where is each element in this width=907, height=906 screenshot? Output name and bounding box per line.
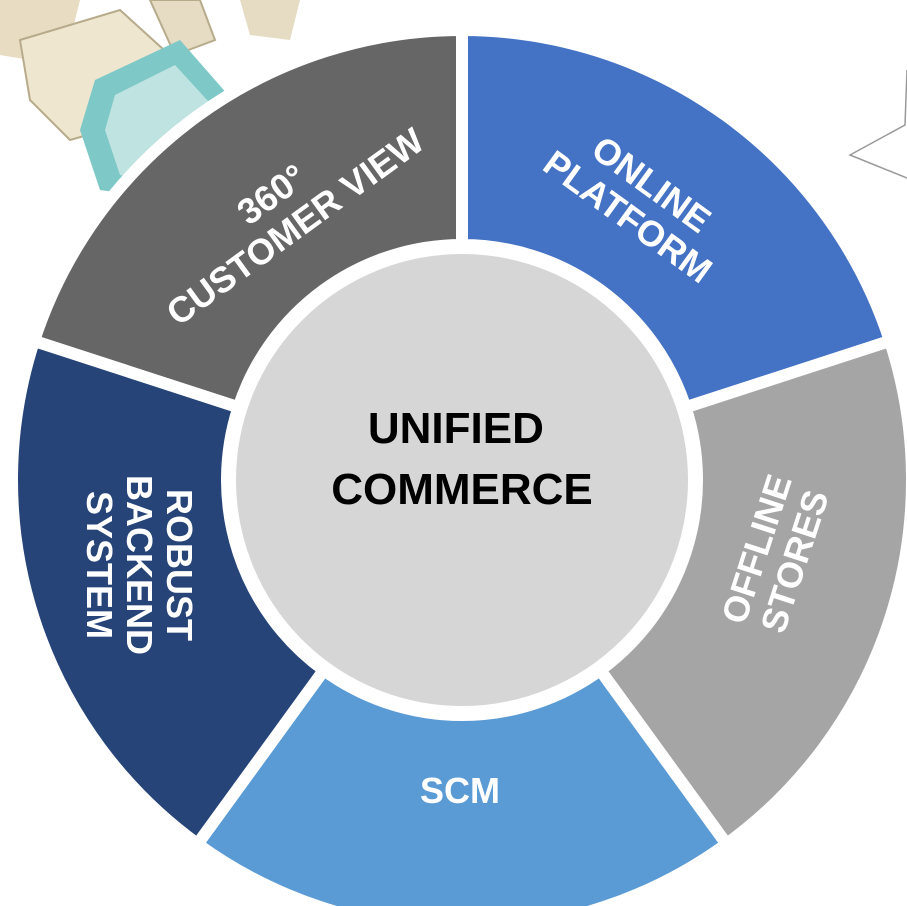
center-label-line1: UNIFIED: [368, 404, 544, 453]
segment-label-robust-backend: ROBUSTBACKENDSYSTEM: [79, 475, 200, 655]
center-label: UNIFIED COMMERCE: [331, 404, 593, 514]
speech-callout-outline: [848, 69, 907, 179]
robot-illustration: [0, 0, 300, 200]
segment-label-line: SCM: [420, 770, 500, 811]
segment-label-scm: SCM: [420, 770, 500, 811]
segment-label-line: SYSTEM: [79, 491, 120, 639]
segment-label-line: BACKEND: [119, 475, 160, 655]
center-circle: [224, 242, 700, 718]
center-label-line2: COMMERCE: [331, 465, 593, 514]
segment-label-line: ROBUST: [159, 489, 200, 641]
